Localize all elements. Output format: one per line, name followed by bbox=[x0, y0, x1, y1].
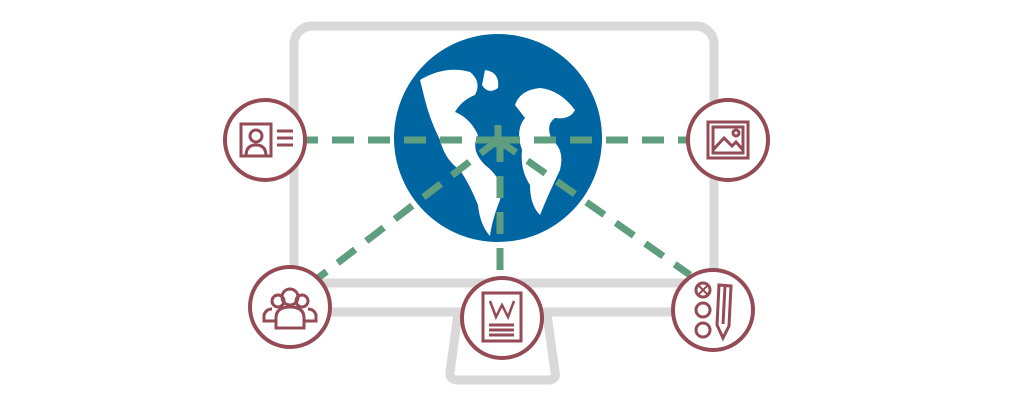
continent-europe-africa bbox=[515, 88, 575, 215]
profile-card-icon bbox=[239, 122, 293, 158]
node-profile[interactable] bbox=[223, 98, 307, 182]
image-icon bbox=[706, 120, 750, 160]
link-quiz bbox=[495, 137, 693, 278]
link-group bbox=[315, 137, 501, 281]
node-group[interactable] bbox=[248, 265, 332, 349]
connections bbox=[305, 125, 693, 281]
group-icon bbox=[262, 287, 318, 330]
island bbox=[482, 70, 499, 91]
node-image[interactable] bbox=[686, 98, 770, 182]
node-quiz[interactable] bbox=[671, 268, 755, 352]
continent-americas bbox=[420, 69, 501, 236]
document-icon bbox=[481, 291, 523, 343]
monitor-stand bbox=[445, 313, 560, 385]
quiz-pencil-icon bbox=[694, 281, 733, 342]
node-document[interactable] bbox=[460, 276, 544, 360]
